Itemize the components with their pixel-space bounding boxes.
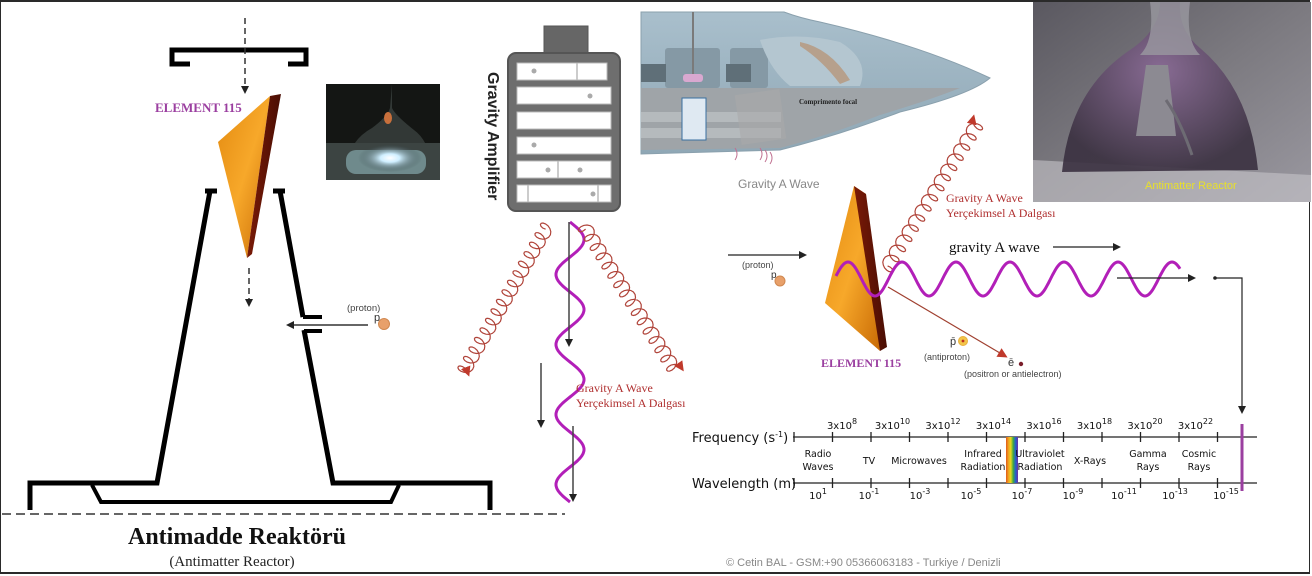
- reactor-base-tray: [90, 484, 401, 504]
- element-115-label: ELEMENT 115: [155, 100, 242, 115]
- amp-wave-label-en: Gravity A Wave: [576, 381, 653, 395]
- craft-wave-label: Gravity A Wave: [738, 177, 820, 191]
- wavelength-tick-label: 10-1: [859, 487, 880, 502]
- proton-label: (proton): [347, 303, 380, 314]
- reactor-title: Antimadde Reaktörü: [128, 524, 346, 550]
- amplifier-red-wave-left: [457, 222, 552, 377]
- spectrum-band-label: Cosmic: [1182, 449, 1217, 460]
- amp-wave-label-tr: Yerçekimsel A Dalgası: [576, 396, 686, 410]
- spectrum-band-label: Radio: [805, 449, 832, 460]
- visible-light-band: [1006, 437, 1018, 483]
- element-115-crystal-icon: [218, 94, 281, 258]
- wavelength-tick-label: 10-15: [1213, 487, 1239, 502]
- copyright-footer: © Cetin BAL - GSM:+90 05366063183 - Turk…: [726, 557, 1001, 569]
- craft-annotation: Comprimento focal: [799, 98, 857, 106]
- spectrum-band-label: Rays: [1137, 462, 1160, 473]
- interaction-element-115-crystal-icon: [825, 186, 887, 351]
- reactor-photo-small: [326, 84, 440, 180]
- interaction-element-label: ELEMENT 115: [821, 356, 901, 370]
- frequency-tick-label: 3x108: [827, 417, 857, 432]
- spectrum-band-label: Rays: [1188, 462, 1211, 473]
- positron-label: (positron or antielectron): [964, 369, 1062, 379]
- wavelength-tick-label: 10-11: [1111, 487, 1137, 502]
- frequency-tick-label: 3x1020: [1127, 417, 1162, 432]
- spectrum-band-label: Ultraviolet: [1015, 449, 1065, 460]
- spectrum-band-label: Microwaves: [891, 456, 947, 467]
- proton-inlet: [303, 315, 322, 333]
- interaction-proton-symbol: p: [771, 270, 777, 281]
- positron-symbol: ē: [1008, 357, 1014, 369]
- frequency-tick-label: 3x1012: [925, 417, 960, 432]
- spectrum-band-label: Infrared: [964, 449, 1001, 460]
- gravity-wave-label: gravity A wave: [949, 240, 1040, 256]
- wavelength-tick-label: 10-3: [910, 487, 931, 502]
- photo-reactor-caption: Antimatter Reactor: [1145, 180, 1237, 192]
- reactor-subtitle: (Antimatter Reactor): [169, 554, 294, 570]
- positron-particle-icon: [1018, 361, 1024, 367]
- connector-dot: [1213, 276, 1217, 280]
- frequency-tick-label: 3x1022: [1178, 417, 1213, 432]
- spectrum-band-label: X-Rays: [1074, 456, 1106, 467]
- wavelength-tick-label: 10-13: [1162, 487, 1188, 502]
- amplifier-red-wave-right: [577, 224, 684, 372]
- interaction-gravity-wave: [834, 260, 1182, 298]
- interaction-red-wave: [882, 114, 984, 273]
- spectrum-band-label: Waves: [802, 462, 833, 473]
- spectrum-band-label: TV: [862, 456, 876, 467]
- wavelength-tick-label: 10-9: [1063, 487, 1084, 502]
- frequency-label: Frequency (s-1): [692, 430, 788, 446]
- interaction-wave-label-tr: Yerçekimsel A Dalgası: [946, 206, 1056, 220]
- proton-symbol: p: [374, 312, 380, 324]
- craft-cutaway: [640, 11, 991, 165]
- wavelength-tick-label: 10-7: [1012, 487, 1033, 502]
- wavelength-tick-label: 10-5: [961, 487, 982, 502]
- gravity-amplifier-device: [507, 25, 621, 212]
- em-spectrum: [793, 424, 1257, 491]
- connector-line: [1215, 277, 1246, 414]
- wavelength-label: Wavelength (m): [692, 477, 796, 492]
- reactor-tower-left-wall: [27, 188, 217, 510]
- gravity-amplifier-title: Gravity Amplifier: [484, 72, 501, 200]
- interaction-proton-label: (proton): [742, 260, 774, 270]
- antimatter-reactor-photo: [1033, 2, 1311, 202]
- antiparticle-arrow: [887, 286, 1008, 358]
- frequency-tick-label: 3x1016: [1026, 417, 1061, 432]
- spectrum-band-label: Gamma: [1129, 449, 1167, 460]
- top-bracket: [169, 47, 309, 67]
- reactor-schematic: [2, 18, 565, 515]
- amplifier-gravity-wave: [554, 220, 586, 504]
- interaction-wave-label-en: Gravity A Wave: [946, 191, 1023, 205]
- spectrum-band-label: Radiation: [1018, 462, 1063, 473]
- wavelength-tick-label: 101: [809, 487, 827, 502]
- spectrum-band-label: Radiation: [961, 462, 1006, 473]
- antiproton-label: (antiproton): [924, 352, 970, 362]
- frequency-tick-label: 3x1018: [1077, 417, 1112, 432]
- proton-particle-icon: [378, 318, 390, 330]
- reactor-tower-right-wall: [273, 188, 493, 510]
- frequency-tick-label: 3x1010: [875, 417, 910, 432]
- antiproton-symbol: p̄: [950, 336, 956, 348]
- frequency-tick-label: 3x1014: [976, 417, 1011, 432]
- interaction-proton-icon: [774, 275, 786, 287]
